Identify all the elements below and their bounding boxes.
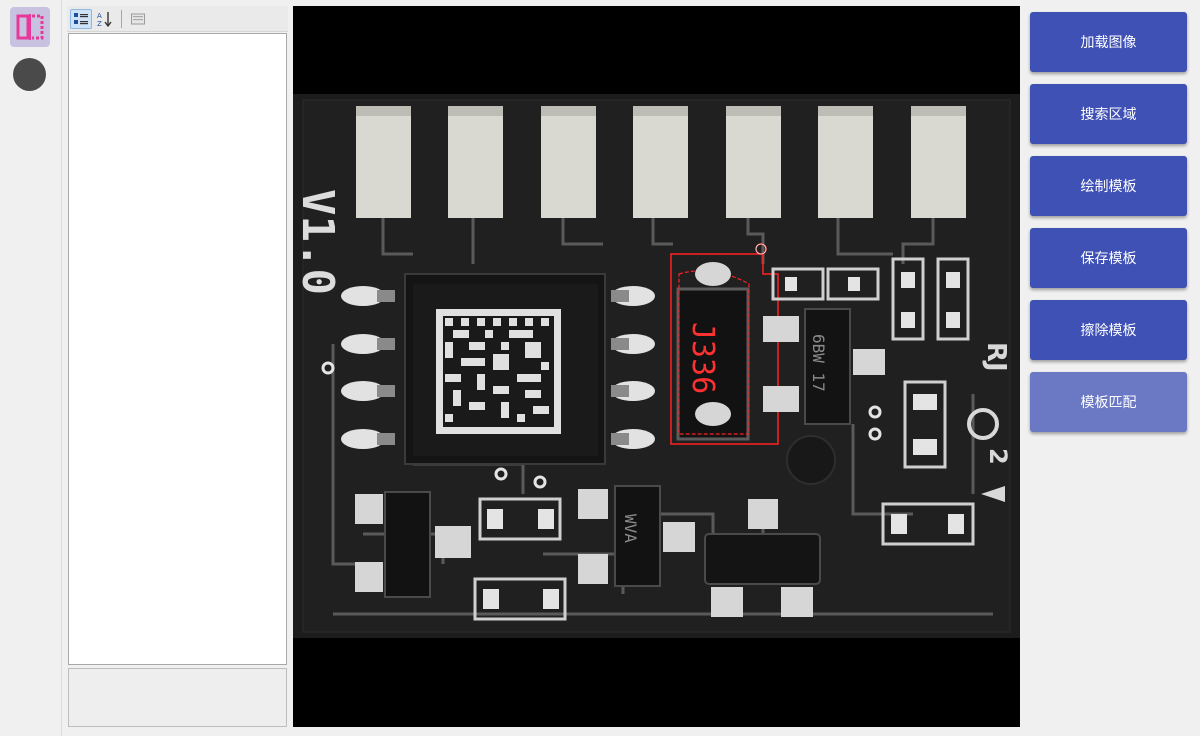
svg-text:Z: Z <box>97 20 102 28</box>
left-icon-rail <box>0 0 62 736</box>
pcb-corner-mark: RJ <box>981 342 1011 372</box>
datamatrix-code <box>436 309 561 434</box>
property-pages-button[interactable] <box>127 9 149 29</box>
pcb-corner-number: 2 <box>984 448 1012 465</box>
erase-template-button[interactable]: 擦除模板 <box>1030 300 1187 360</box>
property-panel: A Z <box>67 6 288 728</box>
pcb-version-label: V1.0 <box>293 189 343 295</box>
save-template-button[interactable]: 保存模板 <box>1030 228 1187 288</box>
categorized-sort-icon <box>74 12 88 24</box>
alphabetical-sort-button[interactable]: A Z <box>94 9 116 29</box>
compare-split-button[interactable] <box>10 7 50 47</box>
property-description-pane <box>68 668 287 727</box>
record-dot-icon[interactable] <box>13 58 46 91</box>
image-viewer[interactable]: V1.0 <box>293 6 1020 727</box>
template-match-button[interactable]: 模板匹配 <box>1030 372 1187 432</box>
pcb-chip-bottom-label: WVA <box>621 514 640 543</box>
svg-text:A: A <box>97 12 102 20</box>
pcb-chip-right-label: 6BW 17 <box>809 334 828 392</box>
action-panel: 加载图像 搜索区域 绘制模板 保存模板 擦除模板 模板匹配 <box>1026 0 1200 736</box>
toolbar-separator <box>121 9 122 28</box>
property-pages-icon <box>131 13 145 24</box>
categorized-sort-button[interactable] <box>70 8 92 29</box>
alphabetical-sort-icon: A Z <box>97 11 112 28</box>
property-toolbar: A Z <box>67 6 288 32</box>
search-region-button[interactable]: 搜索区域 <box>1030 84 1187 144</box>
property-grid[interactable] <box>68 33 287 665</box>
load-image-button[interactable]: 加载图像 <box>1030 12 1187 72</box>
pcb-image: V1.0 <box>293 94 1020 638</box>
pcb-chip-main-label: J336 <box>685 322 720 394</box>
matched-template-region: J336 <box>670 243 779 445</box>
draw-template-button[interactable]: 绘制模板 <box>1030 156 1187 216</box>
compare-split-icon <box>16 14 44 40</box>
